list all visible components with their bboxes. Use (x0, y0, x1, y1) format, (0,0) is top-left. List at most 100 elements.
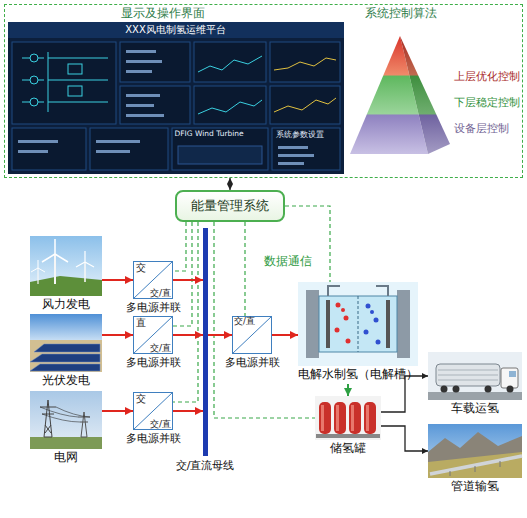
wheel (453, 386, 460, 393)
picture-frame (30, 314, 102, 372)
caption-text: 多电源并联 (225, 357, 280, 370)
caption-text: 多电源并联 (126, 357, 181, 370)
tube-lines (438, 370, 498, 380)
picture-frame (428, 424, 522, 478)
converter-box: 交交/直 (133, 392, 173, 430)
connector (381, 426, 428, 451)
schematic-line (48, 80, 108, 81)
wind-power: 风力发电 (30, 236, 102, 314)
caption-text: 电网 (54, 451, 78, 464)
converter-label: 交/直 (234, 317, 255, 327)
screen-row (126, 114, 164, 117)
tank-highlight (321, 405, 324, 431)
wind-art (30, 236, 102, 296)
caption-text: 多电源并联 (126, 433, 181, 446)
turbine-blades (31, 260, 45, 272)
turbine-tower (84, 262, 86, 282)
schematic-symbol (68, 64, 82, 74)
bubble (376, 340, 381, 345)
power-wire (40, 407, 90, 422)
bubble (335, 328, 340, 333)
screen-row (278, 154, 314, 157)
screen-panel (12, 128, 86, 170)
pipe-support (450, 461, 500, 476)
tank-cylinder (349, 402, 361, 434)
node: 交交/直多电源并联 (123, 261, 183, 317)
edge-label: 数据通信 (262, 255, 314, 269)
picture-frame (30, 391, 102, 449)
tank-highlight (351, 405, 354, 431)
connector (272, 334, 298, 336)
screen-row (126, 104, 154, 107)
picture-frame (298, 282, 418, 366)
picture-frame (428, 352, 522, 400)
node: 交/直多电源并联 (222, 316, 282, 372)
ground (30, 340, 102, 372)
converter-box: 交/直 (232, 316, 272, 354)
pipeline-art (428, 424, 522, 478)
connector (381, 376, 428, 412)
ground (30, 437, 102, 449)
connector (173, 334, 203, 336)
bubble (336, 303, 341, 308)
converter-ground (133, 392, 173, 430)
pylon (78, 417, 90, 422)
connector (102, 410, 133, 412)
schematic-line (48, 102, 108, 103)
screen-panel (12, 42, 116, 124)
connector (244, 222, 245, 316)
screen-panel (90, 128, 168, 170)
box-title: 能量管理系统 (191, 199, 269, 214)
screen-row (126, 60, 162, 63)
converter-ground (232, 316, 272, 354)
tank-highlight (366, 405, 369, 431)
converter-ground (133, 261, 173, 299)
tube-trailer (436, 364, 500, 386)
screen-panel (172, 128, 268, 170)
sky (30, 391, 102, 449)
schematic-line (48, 58, 108, 59)
truck-art (428, 352, 522, 400)
pyramid-side (400, 36, 450, 154)
road (428, 392, 522, 400)
picture-frame (30, 236, 102, 296)
electrode (326, 300, 330, 348)
converter-label: 交 (136, 262, 146, 274)
ground (30, 276, 102, 296)
grid-art (30, 391, 102, 449)
connector (173, 410, 203, 412)
connector (229, 178, 230, 190)
schematic-symbol (30, 54, 38, 62)
bubble (366, 304, 371, 309)
node: 直交/直多电源并联 (123, 316, 183, 372)
turbine-blades (76, 251, 94, 267)
end-plate (397, 290, 410, 358)
picture-frame (315, 396, 381, 440)
truck-cab (501, 368, 518, 388)
caption-text: 电解水制氢（电解槽） (298, 368, 418, 381)
control-pyramid: 上层优化控制下层稳定控制设备层控制 (350, 32, 520, 162)
converter-diagonal (232, 316, 272, 354)
solar-panel (30, 354, 100, 362)
screen-row (126, 70, 152, 73)
screen-panel (120, 86, 190, 124)
turbine-tower (37, 268, 38, 284)
heading-text: 显示及操作界面 (121, 7, 205, 21)
connector (208, 334, 232, 336)
node: 交/直流母线 (170, 228, 240, 476)
connector (173, 222, 186, 271)
caption-text: 管道输氢 (451, 480, 499, 493)
screen-row (96, 140, 140, 143)
wheel (441, 386, 448, 393)
plot-line (274, 58, 336, 70)
bubble (341, 308, 345, 312)
screen-table (178, 146, 262, 164)
ems-box: 能量管理系统 (175, 190, 285, 222)
converter-box: 直交/直 (133, 316, 173, 354)
ground (428, 452, 522, 478)
truck-ground (428, 352, 522, 400)
schematic-symbol (30, 76, 38, 84)
connector (214, 222, 315, 418)
label-text: 设备层控制 (454, 122, 509, 134)
pyramid-art (350, 36, 450, 154)
